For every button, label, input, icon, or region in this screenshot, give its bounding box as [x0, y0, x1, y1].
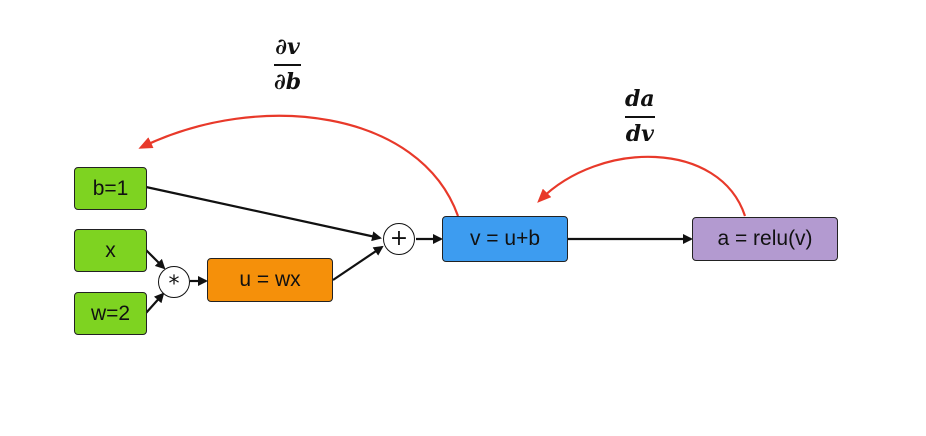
- edge-u-to-add: [332, 245, 384, 281]
- edge-w-to-multiply: [145, 292, 165, 314]
- fraction-bar: [625, 116, 655, 118]
- multiply-symbol: *: [168, 272, 180, 297]
- da-dv-denominator: dv: [625, 120, 654, 147]
- dv-db-numerator: ∂v: [275, 34, 300, 60]
- node-b-label: b=1: [92, 176, 129, 200]
- node-u-label: u = wx: [239, 268, 301, 291]
- node-x-label: x: [105, 238, 116, 262]
- node-u: u = wx: [207, 258, 333, 302]
- edge-x-to-multiply: [145, 249, 166, 270]
- node-v: v = u+b: [442, 216, 568, 262]
- fraction-bar: [274, 64, 302, 66]
- gradient-arc-v-to-b: [138, 114, 460, 217]
- node-w-label: w=2: [90, 301, 131, 325]
- node-b: b=1: [74, 167, 147, 210]
- add-operator: +: [383, 223, 415, 255]
- node-a: a = relu(v): [692, 217, 838, 261]
- da-dv-numerator: da: [625, 86, 655, 112]
- multiply-operator: *: [158, 266, 190, 298]
- add-symbol: +: [389, 226, 409, 251]
- node-w: w=2: [74, 292, 147, 335]
- gradient-arc-a-to-v: [537, 155, 747, 217]
- node-v-label: v = u+b: [469, 227, 541, 250]
- gradient-label-dv-db: ∂v ∂b: [274, 34, 302, 95]
- node-x: x: [74, 229, 147, 272]
- dv-db-denominator: ∂b: [274, 68, 302, 95]
- node-a-label: a = relu(v): [717, 227, 813, 250]
- edge-b-to-add: [145, 185, 382, 242]
- gradient-label-da-dv: da dv: [625, 86, 655, 147]
